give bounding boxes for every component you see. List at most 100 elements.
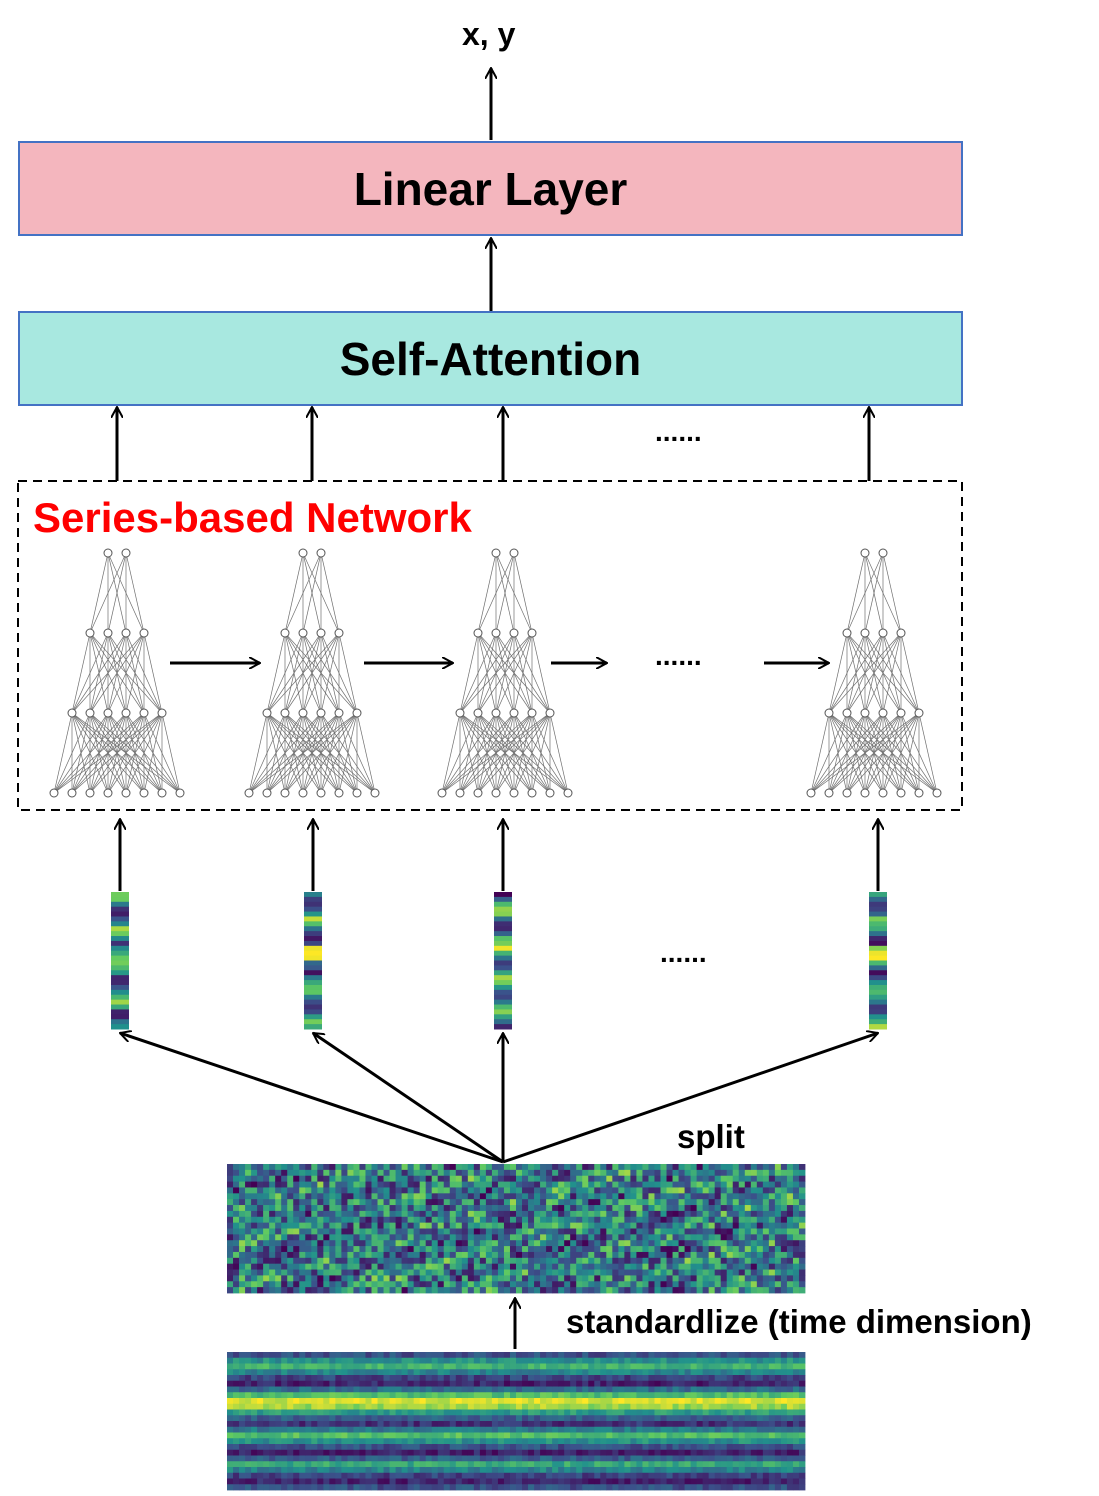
heatmap-cell [233,1216,240,1224]
heatmap-cell [594,1352,601,1359]
heatmap-cell [353,1222,360,1229]
heatmap-cell [461,1169,469,1177]
heatmap-cell [570,1409,577,1416]
heatmap-cell [269,1403,276,1410]
heatmap-cell [263,1187,270,1194]
heatmap-cell [509,1175,517,1182]
heatmap-cell [287,1478,294,1485]
heatmap-cell [305,1222,312,1229]
heatmap-cell [684,1386,692,1393]
heatmap-cell [377,1415,384,1422]
heatmap-cell [485,1263,493,1270]
network-edge [513,712,551,794]
heatmap-cell [798,1287,806,1294]
heatmap-cell [768,1210,776,1218]
heatmap-cell [383,1275,390,1282]
heatmap-cell [275,1444,282,1451]
heatmap-cell [594,1240,601,1247]
heatmap-cell [401,1472,409,1479]
heatmap-cell [455,1426,463,1433]
heatmap-cell [365,1281,372,1288]
heatmap-cell [672,1169,679,1177]
heatmap-cell [624,1251,631,1259]
heatmap-cell [395,1246,403,1253]
heatmap-cell [323,1432,330,1439]
slice-cell [494,994,512,1001]
network-node [298,708,308,718]
heatmap-cell [696,1461,704,1468]
heatmap-cell [485,1398,493,1405]
network-edge [828,632,902,714]
heatmap-cell [269,1363,276,1370]
heatmap-cell [714,1403,722,1410]
heatmap-cell [413,1363,421,1370]
heatmap-cell [281,1386,288,1393]
heatmap-cell [473,1287,481,1294]
heatmap-cell [786,1369,794,1376]
heatmap-cell [407,1193,415,1200]
heatmap-cell [389,1375,396,1382]
heatmap-cell [696,1240,704,1247]
heatmap-cell [401,1409,409,1416]
heatmap-cell [431,1275,439,1282]
heatmap-cell [431,1164,439,1171]
heatmap-cell [371,1472,378,1479]
network-edge [882,632,902,714]
heatmap-cell [473,1228,481,1235]
heatmap-cell [720,1461,728,1468]
heatmap-cell [419,1380,427,1387]
heatmap-cell [347,1228,354,1235]
heatmap-cell [389,1357,396,1364]
heatmap-cell [485,1478,493,1485]
heatmap-cell [768,1352,776,1359]
heatmap-cell [786,1181,794,1188]
heatmap-cell [263,1257,270,1265]
heatmap-cell [401,1449,409,1456]
heatmap-cell [648,1193,655,1200]
heatmap-cell [473,1281,481,1288]
heatmap-cell [317,1222,324,1229]
heatmap-cell [540,1234,547,1241]
heatmap-cell [648,1222,655,1229]
heatmap-cell [443,1246,451,1253]
heatmap-cell [654,1187,661,1194]
heatmap-cell [768,1216,776,1224]
heatmap-cell [714,1432,722,1439]
heatmap-cell [570,1193,577,1200]
heatmap-cell [251,1187,258,1194]
heatmap-cell [558,1216,565,1224]
heatmap-cell [401,1193,409,1200]
heatmap-cell [702,1421,710,1428]
heatmap-cell [329,1392,336,1399]
heatmap-cell [257,1455,264,1462]
heatmap-cell [600,1357,607,1364]
heatmap-cell [383,1363,390,1370]
network-edge [864,632,902,714]
heatmap-cell [540,1175,547,1182]
heatmap-cell [552,1386,559,1393]
heatmap-cell [528,1216,535,1224]
heatmap-cell [467,1210,475,1218]
heatmap-cell [558,1455,565,1462]
heatmap-cell [263,1281,270,1288]
heatmap-cell [558,1269,565,1276]
heatmap-cell [702,1199,710,1206]
slice-cell [494,940,512,947]
heatmap-cell [335,1398,342,1405]
heatmap-cell [479,1363,487,1370]
heatmap-cell [311,1181,318,1188]
heatmap-cell [762,1175,770,1182]
heatmap-cell [377,1269,384,1276]
heatmap-cell [245,1222,252,1229]
heatmap-cell [491,1386,499,1393]
heatmap-cell [564,1205,571,1212]
heatmap-cell [732,1164,740,1171]
heatmap-cell [654,1444,661,1451]
heatmap-cell [540,1363,547,1370]
network-edge [53,712,73,794]
heatmap-cell [251,1438,258,1445]
heatmap-cell [407,1187,415,1194]
heatmap-cell [305,1205,312,1212]
heatmap-cell [678,1472,685,1479]
heatmap-cell [660,1357,667,1364]
